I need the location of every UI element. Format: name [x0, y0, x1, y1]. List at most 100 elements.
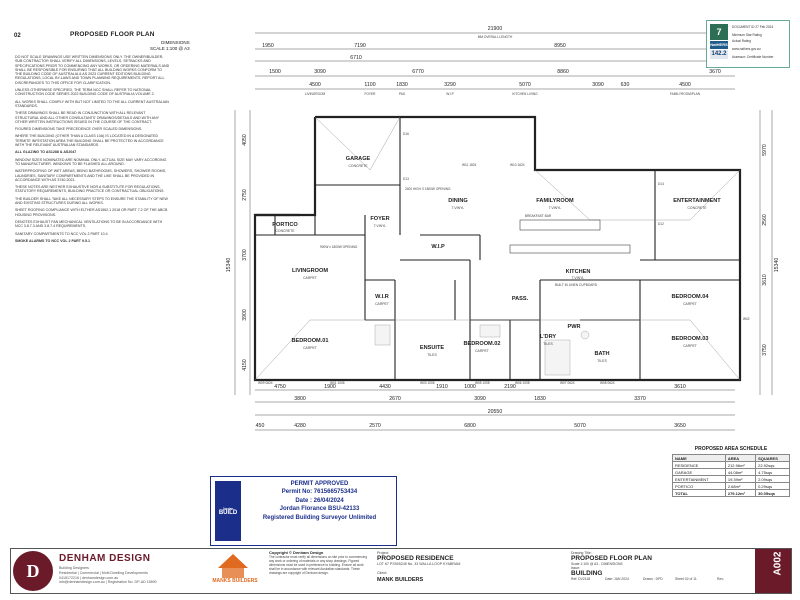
dim: 6770 [412, 69, 424, 75]
window-tag: W09 0624 [258, 381, 273, 385]
room-label-livingroom: LIVINGROOM [292, 268, 328, 274]
table-header: NAME AREA SQUARES [672, 454, 790, 462]
room-finish: CARPET [475, 349, 489, 353]
dim: 1830 [534, 396, 546, 402]
rating-value: 142.2 [710, 50, 728, 59]
permit-title: PERMIT APPROVED [290, 481, 349, 487]
dim: 1830 [396, 82, 408, 88]
note: WHERE THE BUILDING (OTHER THAN A CLASS 1… [15, 134, 164, 148]
dim: 3800 [294, 396, 306, 402]
dim: 2750 [242, 189, 248, 201]
permit-surveyor: Jordan Florance BSU-42133 [279, 506, 360, 513]
floor-plan: 21900 MM OVERALL LENGTH 1950 7190 8950 3… [180, 20, 785, 455]
area-table: NAME AREA SQUARES RESIDENCE 212.96m² 22.… [672, 454, 790, 497]
general-notes: DO NOT SCALE DRAWINGS USE WRITTEN DIMENS… [15, 55, 170, 246]
room-finish: TILES [597, 359, 607, 363]
dim: 450 [256, 423, 265, 429]
room-label-familyroom: FAMILYROOM [536, 198, 574, 204]
window-tag: W07 0624 [560, 381, 575, 385]
room-finish: CONCRETE [687, 206, 707, 210]
dim: 4500 [309, 82, 321, 88]
room-finish: CARPET [303, 346, 317, 350]
room-finish: T.VINYL [452, 206, 465, 210]
dim: 2570 [369, 423, 381, 429]
dim: 4500 [679, 82, 691, 88]
issue-value: BUILDING [571, 570, 603, 577]
window-tag: W10 1624 [510, 163, 525, 167]
door-tag: D16 [403, 132, 409, 136]
window-tag: W11 1824 [462, 163, 477, 167]
drawing-title: PROPOSED FLOOR PLAN [571, 555, 652, 562]
window-tag: W02 [743, 317, 750, 321]
permit-date: Date : 26/04/2024 [295, 497, 344, 504]
jordan-build-logo: Jordan BUILD [215, 481, 241, 541]
note: WINDOW SIZES NOMINATED ARE NOMINAL ONLY.… [15, 157, 167, 166]
denham-design-logo: D [13, 551, 53, 591]
room-finish: T.VINYL [374, 224, 387, 228]
note: UNLESS OTHERWISE SPECIFIED, THE TERM NCC… [15, 88, 155, 97]
dim: 4050 [242, 134, 248, 146]
dim: 1900 [324, 384, 336, 390]
drawing-meta: Ref: DV2118 Date: JAN 2024 Drawn : DPD S… [571, 577, 724, 581]
note: DENOTES EXHAUST FAN MECHANICAL VENTILATI… [15, 219, 163, 229]
title-block: D DENHAM DESIGN Building Designers Resid… [10, 548, 792, 594]
manks-builders-logo-icon [218, 554, 248, 578]
drawing-subtitle: Scale 1:100 @ A3 - DIMENSIONS [571, 562, 623, 566]
dim: 3700 [242, 249, 248, 261]
room-finish: TILES [427, 353, 437, 357]
dim: 6710 [350, 55, 362, 61]
fixture-label: 900W x 1800W OPENING [320, 245, 358, 249]
overall-length-dim: 21900 [488, 26, 503, 32]
dim-label: LIVINGROOM [305, 92, 326, 96]
fixture-label: BUILT IN LINEN CUPBOARD [555, 283, 598, 287]
dim: 1950 [262, 43, 274, 49]
room-label-powder: PWR [567, 324, 580, 330]
note: THESE DRAWINGS SHALL BE READ IN CONJUNCT… [15, 111, 159, 124]
dim: 8950 [554, 43, 566, 49]
window-tag: W08 0624 [600, 381, 615, 385]
window-tag: W05 1008 [475, 381, 490, 385]
dim: 3090 [474, 396, 486, 402]
overall-height-dim: 15340 [226, 258, 232, 273]
dim: 1910 [436, 384, 448, 390]
room-label-garage: GARAGE [346, 156, 371, 162]
dim: 3650 [674, 423, 686, 429]
dim-label: FOYER [365, 92, 377, 96]
drawing-info: Drawing Title: PROPOSED FLOOR PLAN Scale… [571, 551, 751, 582]
room-finish: CARPET [303, 276, 317, 280]
copyright-notice: Copyright © Denham Design The contractor… [269, 550, 367, 575]
room-label-bedroom01: BEDROOM.01 [292, 338, 329, 344]
room-label-bedroom02: BEDROOM.02 [464, 341, 501, 347]
area-schedule: PROPOSED AREA SCHEDULE NAME AREA SQUARES… [672, 446, 790, 497]
dim-label: KITCHEN LIVING [512, 92, 538, 96]
room-label-ensuite: ENSUITE [420, 345, 445, 351]
room-finish: T.VINYL [572, 276, 585, 280]
note: SANITARY COMPARTMENTS TO NCC VOL 2 PART … [15, 231, 108, 236]
dim-label: PAS [399, 92, 405, 96]
sheet-heading: PROPOSED FLOOR PLAN [70, 31, 155, 38]
dim: 5070 [574, 423, 586, 429]
note: ALL WORKS SHALL COMPLY WITH BUT NOT LIMI… [15, 99, 169, 108]
room-finish: CARPET [683, 344, 697, 348]
dim-label: W.I.P [446, 92, 454, 96]
project-address: LOT 67 PS905245 No. 33 WALLA LOOP KYABRA… [377, 562, 461, 566]
room-label-laundry: L'DRY [540, 334, 557, 340]
permit-number: Permit No: 7615665753434 [281, 489, 358, 496]
dim: 4150 [242, 359, 248, 371]
project-name: PROPOSED RESIDENCE [377, 555, 454, 562]
window-tag: W06 1008 [515, 381, 530, 385]
room-label-entertainment: ENTERTAINMENT [673, 198, 721, 204]
dim: 7190 [354, 43, 366, 49]
room-label-dining: DINING [448, 198, 468, 204]
dim: 6800 [464, 423, 476, 429]
room-finish: TILES [543, 342, 553, 346]
room-finish: CARPET [375, 302, 389, 306]
kitchen-bench [509, 219, 631, 254]
note: WATERPROOFING OF WET AREAS, BEING BATHRO… [15, 169, 167, 182]
table-row: RESIDENCE 212.96m² 22.92sqs [672, 461, 790, 469]
dim: 5070 [519, 82, 531, 88]
room-label-wir: W.I.R [375, 294, 389, 300]
dim: 2670 [389, 396, 401, 402]
dim: 2560 [762, 214, 768, 226]
